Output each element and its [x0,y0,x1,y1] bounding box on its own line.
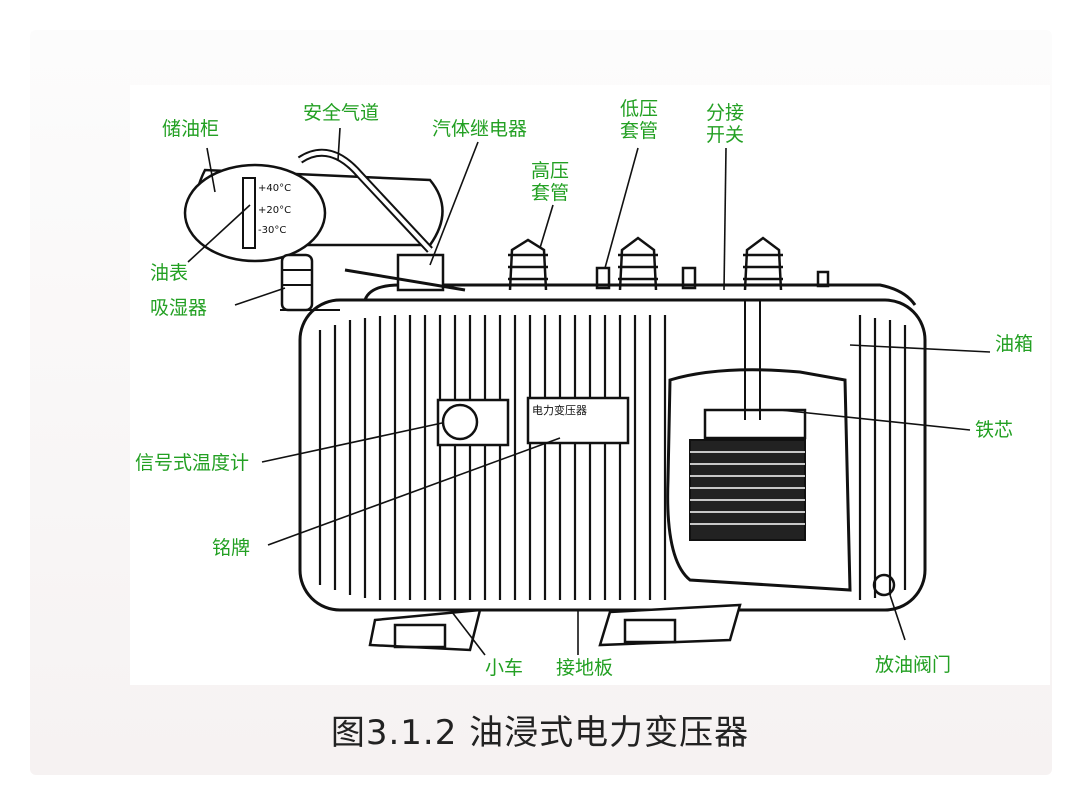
label-drain-valve: 放油阀门 [875,654,951,676]
gauge-mark-3: -30°C [258,224,286,238]
gauge-mark-2: +20°C [258,204,291,218]
figure-caption: 图3.1.2 油浸式电力变压器 [0,705,1080,754]
label-trolley: 小车 [485,657,523,679]
label-safety-vent: 安全气道 [303,102,379,124]
label-tap-changer: 分接 开关 [706,102,744,146]
label-oil-tank: 油箱 [995,333,1033,355]
nameplate-text: 电力变压器 [532,404,587,418]
core-windings [690,440,805,540]
label-oil-gauge: 油表 [150,262,188,284]
label-gas-relay: 汽体继电器 [432,118,527,140]
label-thermometer: 信号式温度计 [135,452,249,474]
gauge-mark-1: +40°C [258,182,291,196]
trolley-drawing [370,605,740,650]
label-lv-bushing: 低压 套管 [620,98,658,142]
label-iron-core: 铁芯 [975,419,1013,441]
label-ground-plate: 接地板 [556,657,613,679]
transformer-drawing [0,0,1080,700]
label-nameplate: 铭牌 [212,537,250,559]
bushings [508,238,828,290]
label-conservator: 储油柜 [162,118,219,140]
label-breather: 吸湿器 [150,297,207,319]
label-hv-bushing: 高压 套管 [531,160,569,204]
